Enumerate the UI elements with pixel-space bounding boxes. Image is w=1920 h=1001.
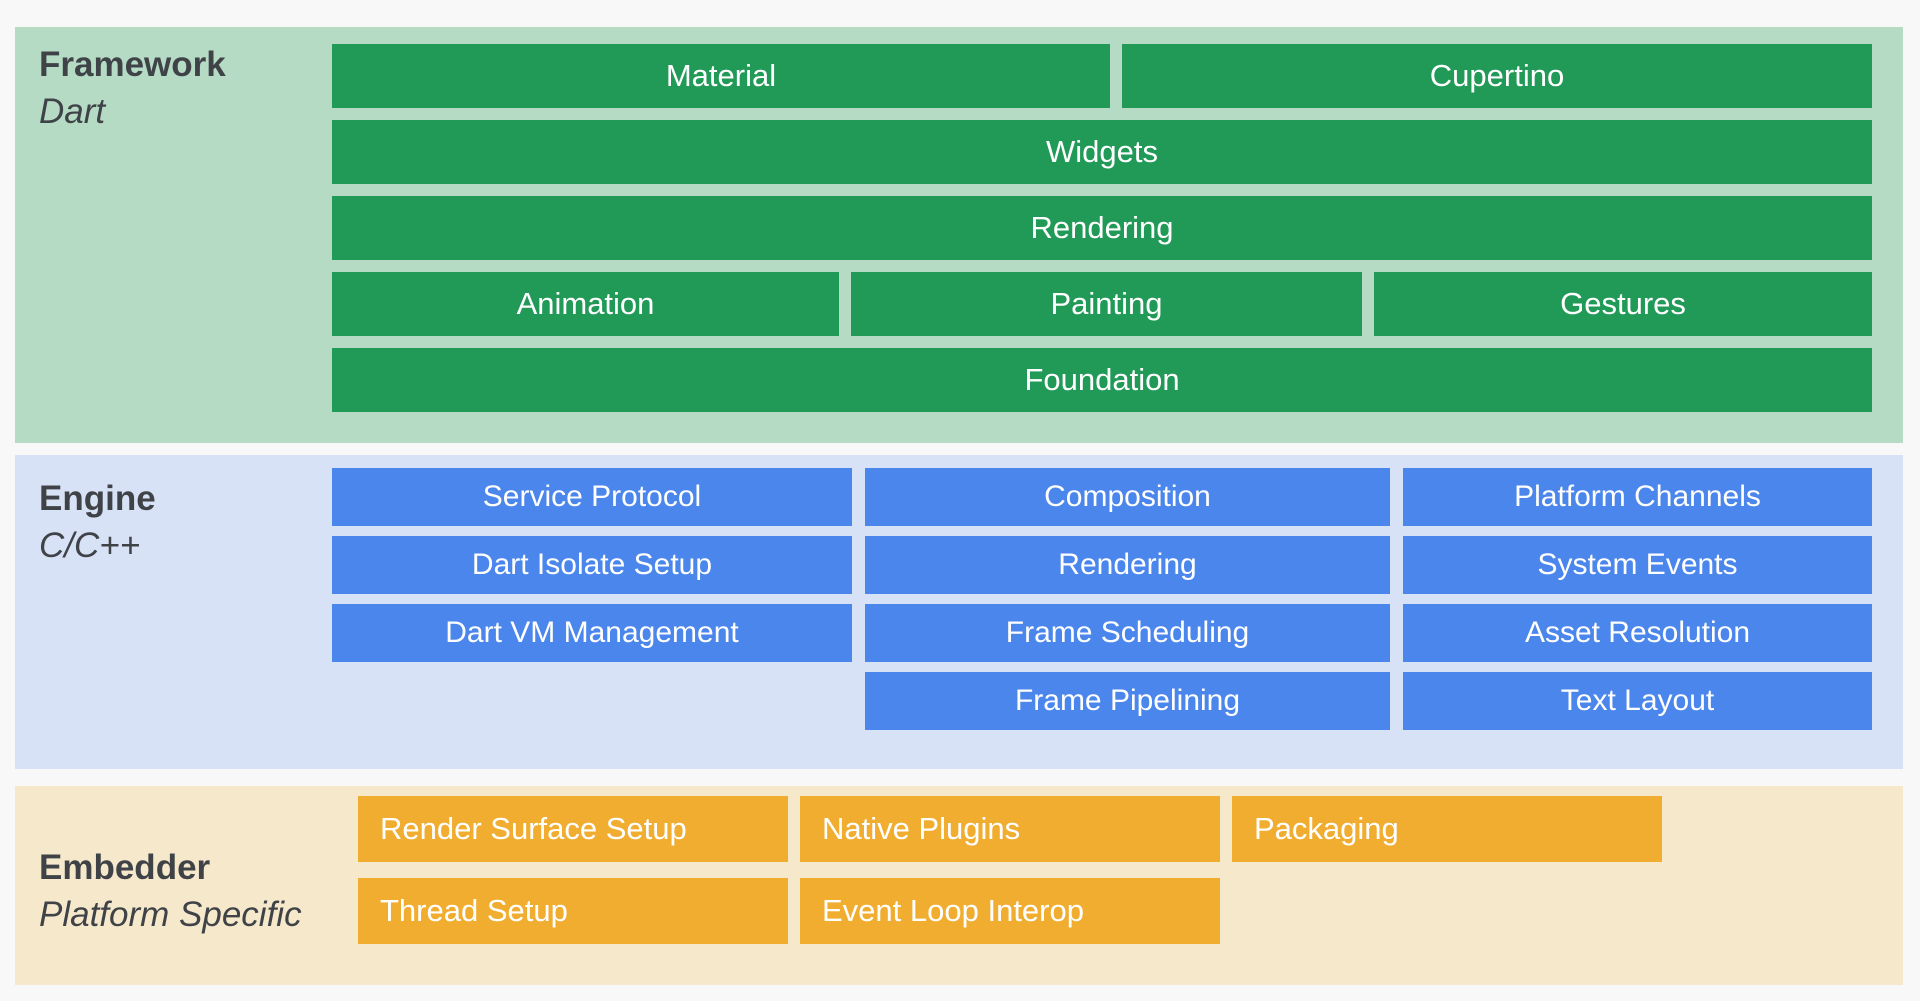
engine-bar-text-layout: Text Layout (1403, 672, 1872, 730)
framework-bars: Material Cupertino Widgets Rendering Ani… (332, 44, 1872, 412)
embedder-bars: Render Surface Setup Native Plugins Pack… (358, 796, 1662, 944)
engine-title: Engine (39, 479, 156, 518)
embedder-bar-thread-setup: Thread Setup (358, 878, 788, 944)
engine-column-1: Service Protocol Dart Isolate Setup Dart… (332, 468, 852, 730)
engine-bar-platform-channels: Platform Channels (1403, 468, 1872, 526)
engine-bar-dart-isolate-setup: Dart Isolate Setup (332, 536, 852, 594)
embedder-row-1: Render Surface Setup Native Plugins Pack… (358, 796, 1662, 862)
engine-bar-composition: Composition (865, 468, 1390, 526)
framework-bar-animation: Animation (332, 272, 839, 336)
engine-bar-dart-vm-management: Dart VM Management (332, 604, 852, 662)
engine-bars: Service Protocol Dart Isolate Setup Dart… (332, 468, 1872, 730)
framework-row-1: Material Cupertino (332, 44, 1872, 108)
embedder-bar-native-plugins: Native Plugins (800, 796, 1220, 862)
engine-bar-frame-scheduling: Frame Scheduling (865, 604, 1390, 662)
embedder-bar-event-loop-interop: Event Loop Interop (800, 878, 1220, 944)
framework-bar-painting: Painting (851, 272, 1362, 336)
framework-row-5: Foundation (332, 348, 1872, 412)
framework-bar-material: Material (332, 44, 1110, 108)
engine-column-2: Composition Rendering Frame Scheduling F… (865, 468, 1390, 730)
engine-bar-service-protocol: Service Protocol (332, 468, 852, 526)
framework-subtitle: Dart (39, 92, 106, 131)
framework-bar-foundation: Foundation (332, 348, 1872, 412)
embedder-subtitle: Platform Specific (39, 895, 302, 934)
engine-bar-rendering: Rendering (865, 536, 1390, 594)
framework-row-4: Animation Painting Gestures (332, 272, 1872, 336)
engine-bar-asset-resolution: Asset Resolution (1403, 604, 1872, 662)
framework-title: Framework (39, 45, 226, 84)
framework-bar-widgets: Widgets (332, 120, 1872, 184)
embedder-bar-packaging: Packaging (1232, 796, 1662, 862)
embedder-label: Embedder Platform Specific (39, 844, 302, 938)
framework-bar-cupertino: Cupertino (1122, 44, 1872, 108)
framework-bar-gestures: Gestures (1374, 272, 1872, 336)
framework-bar-rendering: Rendering (332, 196, 1872, 260)
framework-row-3: Rendering (332, 196, 1872, 260)
engine-column-3: Platform Channels System Events Asset Re… (1403, 468, 1872, 730)
embedder-row-2: Thread Setup Event Loop Interop (358, 878, 1662, 944)
engine-bar-frame-pipelining: Frame Pipelining (865, 672, 1390, 730)
embedder-bar-render-surface-setup: Render Surface Setup (358, 796, 788, 862)
engine-subtitle: C/C++ (39, 526, 141, 565)
engine-label: Engine C/C++ (39, 475, 156, 569)
framework-row-2: Widgets (332, 120, 1872, 184)
embedder-section: Embedder Platform Specific Render Surfac… (15, 786, 1903, 985)
framework-section: Framework Dart Material Cupertino Widget… (15, 27, 1903, 443)
embedder-title: Embedder (39, 848, 211, 887)
engine-section: Engine C/C++ Service Protocol Dart Isola… (15, 455, 1903, 769)
engine-bar-system-events: System Events (1403, 536, 1872, 594)
framework-label: Framework Dart (39, 41, 226, 135)
